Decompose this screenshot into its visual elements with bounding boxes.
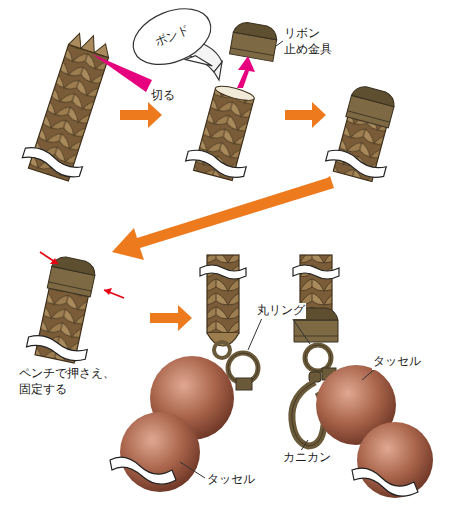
step-note: 切る xyxy=(150,88,176,104)
part-name: タッセル xyxy=(206,472,256,488)
part-name: 丸リング xyxy=(256,303,306,319)
part-name: タッセル xyxy=(372,354,422,370)
part-name: カニカン xyxy=(282,450,332,466)
step-note: ペンチで押さえ、 固定する xyxy=(18,366,124,397)
speech-bubble: ボンド xyxy=(130,10,214,63)
part-name: リボン 止め金具 xyxy=(283,26,347,57)
